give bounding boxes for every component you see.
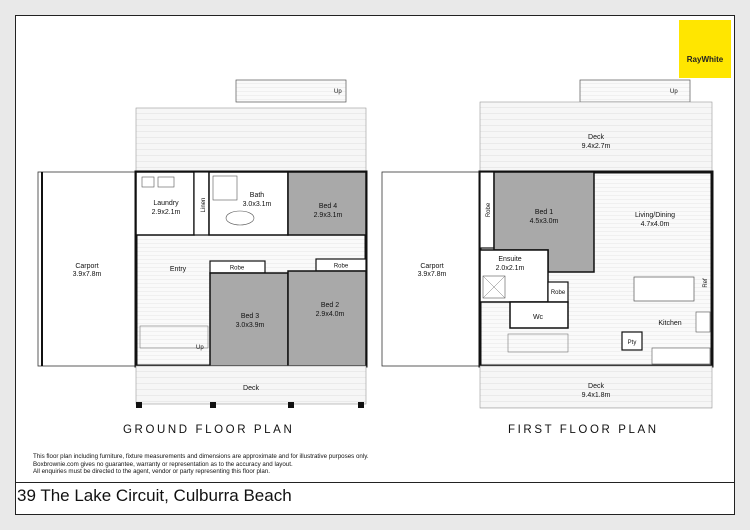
ground-bed3 xyxy=(209,272,289,367)
first-wc xyxy=(509,301,569,329)
first-floor-title: FIRST FLOOR PLAN xyxy=(508,424,659,436)
ground-bath-dims: 3.0x3.1m xyxy=(243,201,272,208)
ground-up-label: Up xyxy=(334,89,342,95)
ground-top-stairs xyxy=(235,79,347,103)
ground-stair-up-label: Up xyxy=(196,345,204,351)
first-living-dims: 4.7x4.0m xyxy=(641,221,670,228)
logo-text: RayWhite xyxy=(686,55,724,64)
raywhite-logo: RayWhite xyxy=(679,20,731,78)
first-robe-left-label: Robe xyxy=(486,202,492,217)
ground-bed4-dims: 2.9x3.1m xyxy=(314,212,343,219)
first-living-name: Living/Dining xyxy=(635,212,675,219)
first-wc-label: Wc xyxy=(533,314,544,321)
first-bed1-dims: 4.5x3.0m xyxy=(530,218,559,225)
ground-upper-deck xyxy=(135,107,367,173)
ground-robe3-label: Robe xyxy=(230,266,245,272)
ground-laundry-dims: 2.9x2.1m xyxy=(152,209,181,216)
ground-internal-stairs xyxy=(139,325,209,349)
ground-bed3-name: Bed 3 xyxy=(241,313,259,320)
ground-floor-title: GROUND FLOOR PLAN xyxy=(123,424,295,436)
ground-laundry-name: Laundry xyxy=(153,200,179,207)
first-bottom-deck-name: Deck xyxy=(588,383,604,390)
first-cooktop xyxy=(695,311,711,333)
first-bottom-deck xyxy=(479,365,713,409)
first-pty-label: Pty xyxy=(628,340,637,346)
ground-deck-label: Deck xyxy=(243,385,259,392)
first-ref-label: Ref xyxy=(703,278,709,288)
property-address: 39 The Lake Circuit, Culburra Beach xyxy=(17,486,292,505)
first-carport-dims: 3.9x7.8m xyxy=(418,271,447,278)
first-kitchen-label: Kitchen xyxy=(658,320,681,327)
ground-bath-name: Bath xyxy=(250,192,265,199)
footer-divider xyxy=(15,482,735,483)
first-carport-name: Carport xyxy=(420,263,443,270)
first-kitchen-bench xyxy=(651,347,711,365)
ground-bed4-name: Bed 4 xyxy=(319,203,337,210)
disclaimer-line: Boxbrownie.com gives no guarantee, warra… xyxy=(33,460,293,468)
first-ensuite-name: Ensuite xyxy=(498,256,521,263)
ground-floor-plan: Up Carport 3.9x7.8m Laundry 2.9x2.1m Lin… xyxy=(37,79,368,408)
ground-bed2-name: Bed 2 xyxy=(321,302,339,309)
first-bottom-deck-dims: 9.4x1.8m xyxy=(582,392,611,399)
ground-entry-label: Entry xyxy=(170,266,187,273)
ground-bed2 xyxy=(287,270,367,367)
ground-carport-name: Carport xyxy=(75,263,98,270)
first-top-deck-name: Deck xyxy=(588,134,604,141)
first-up-label: Up xyxy=(670,89,678,95)
first-robe-small-label: Robe xyxy=(551,290,566,296)
disclaimer-line: All enquiries must be directed to the ag… xyxy=(33,468,270,476)
disclaimer-line: This floor plan including furniture, fix… xyxy=(33,453,369,460)
ground-bed3-dims: 3.0x3.9m xyxy=(236,322,265,329)
first-ensuite-dims: 2.0x2.1m xyxy=(496,265,525,272)
ground-robe2-label: Robe xyxy=(334,264,349,270)
first-kitchen-island xyxy=(633,276,695,302)
first-pantry xyxy=(621,331,643,351)
first-bed1-name: Bed 1 xyxy=(535,209,553,216)
disclaimer-text: This floor plan including furniture, fix… xyxy=(33,453,413,476)
first-carport xyxy=(381,171,481,367)
ground-bed2-dims: 2.9x4.0m xyxy=(316,311,345,318)
first-top-deck xyxy=(479,101,713,173)
ground-bed4 xyxy=(287,171,367,236)
ground-deck xyxy=(135,365,367,405)
first-top-deck-dims: 9.4x2.7m xyxy=(582,143,611,150)
ground-linen-label: Linen xyxy=(201,198,207,213)
first-floor-plan: Up Deck 9.4x2.7m Carport 3.9x7.8m Robe B… xyxy=(381,79,714,409)
first-internal-stairs xyxy=(507,333,569,353)
ground-carport-dims: 3.9x7.8m xyxy=(73,271,102,278)
